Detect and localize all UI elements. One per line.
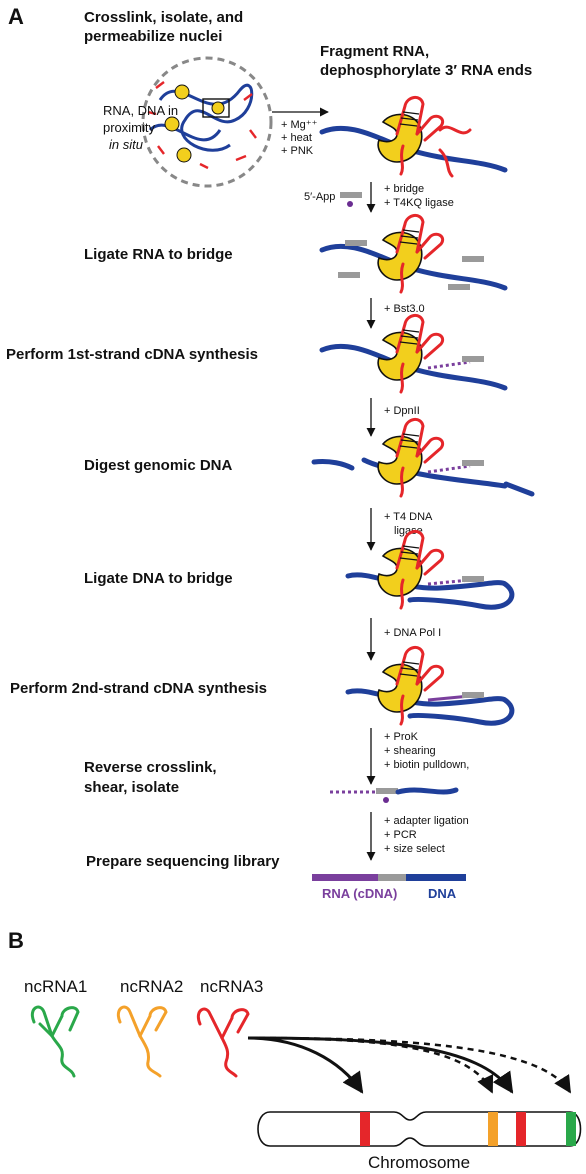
step4-reagent-1: + T4 DNA (384, 511, 433, 523)
chromosome-band-ncrna3-b (516, 1112, 526, 1146)
top-left-title-line1: Crosslink, isolate, and (84, 9, 243, 26)
step-7: + adapter ligation + PCR + size select P… (86, 812, 469, 901)
ncrna1-binding-arrow (247, 1036, 572, 1094)
app-label: 5′-App (304, 191, 335, 203)
nucleus-caption-line3: in situ (109, 137, 143, 152)
chromosome-band-ncrna3-a (360, 1112, 370, 1146)
chromosome-band-ncrna1 (566, 1112, 576, 1146)
step5-title: Perform 2nd-strand cDNA synthesis (10, 680, 267, 697)
step6-reagent-2: + shearing (384, 745, 436, 757)
chromosome-band-ncrna2 (488, 1112, 498, 1146)
step7-reagent-1: + adapter ligation (384, 815, 469, 827)
ncrna3-binding-arrow-2 (247, 1036, 514, 1094)
library-rna-label: RNA (cDNA) (322, 886, 397, 901)
ncrna3-structure (196, 1007, 250, 1078)
step3-reagent-1: + DpnII (384, 405, 420, 417)
step-6: + ProK + shearing + biotin pulldown, Rev… (84, 728, 469, 803)
step-2: + Bst3.0 Perform 1st-strand cDNA synthes… (6, 298, 508, 394)
nucleus-caption-line2: proximity (103, 120, 156, 135)
ncrna2-binding-arrow (247, 1036, 494, 1094)
library-dna-label: DNA (428, 886, 457, 901)
step2-title: Perform 1st-strand cDNA synthesis (6, 346, 258, 363)
stage-fragmented (319, 95, 508, 178)
step7-reagent-2: + PCR (384, 829, 417, 841)
step3-title: Digest genomic DNA (84, 457, 233, 474)
ncrna2-structure (116, 1005, 168, 1078)
step2-reagent-1: + Bst3.0 (384, 303, 425, 315)
step7-reagent-3: + size select (384, 843, 445, 855)
panel-b-label: B (8, 928, 24, 953)
step4-title: Ligate DNA to bridge (84, 570, 233, 587)
library-rna-segment (312, 874, 378, 881)
chromosome-label: Chromosome (368, 1153, 470, 1172)
nucleus-caption-line1: RNA, DNA in (103, 103, 178, 118)
first-reagent-3: + PNK (281, 145, 314, 157)
step6-reagent-3: + biotin pulldown, (384, 759, 469, 771)
library-dna-segment (406, 874, 466, 881)
step-4: + T4 DNA ligase Ligate DNA to bridge (84, 508, 515, 610)
ncrna3-label: ncRNA3 (200, 977, 263, 996)
step6-title-line2: shear, isolate (84, 779, 179, 796)
ncrna1-structure (30, 1005, 80, 1078)
first-reagent-1: + Mg⁺⁺ (281, 119, 318, 131)
step6-reagent-1: + ProK (384, 731, 419, 743)
library-bridge-segment (378, 874, 406, 881)
ncrna2-label: ncRNA2 (120, 977, 183, 996)
step-3: + DpnII Digest genomic DNA (84, 398, 535, 498)
nucleus-illustration (141, 56, 273, 188)
step1-reagent-1: + bridge (384, 183, 424, 195)
step7-title: Prepare sequencing library (86, 853, 280, 870)
ncrna3-binding-arrow-1 (247, 1036, 364, 1094)
ncrna1-label: ncRNA1 (24, 977, 87, 996)
top-right-title-line1: Fragment RNA, (320, 43, 429, 60)
step5-reagent-1: + DNA Pol I (384, 627, 441, 639)
top-right-title-line2: dephosphorylate 3′ RNA ends (320, 62, 532, 79)
step1-title: Ligate RNA to bridge (84, 246, 233, 263)
step-5: + DNA Pol I Perform 2nd-strand cDNA synt… (10, 618, 515, 726)
chromosome (257, 1111, 582, 1147)
step6-title-line1: Reverse crosslink, (84, 759, 217, 776)
step4-reagent-2: ligase (394, 525, 423, 537)
top-left-title-line2: permeabilize nuclei (84, 28, 222, 45)
step1-reagent-2: + T4KQ ligase (384, 197, 454, 209)
first-reagent-2: + heat (281, 132, 312, 144)
step-1: + bridge + T4KQ ligase 5′-App Ligate RNA… (84, 182, 508, 294)
panel-a-label: A (8, 4, 24, 29)
